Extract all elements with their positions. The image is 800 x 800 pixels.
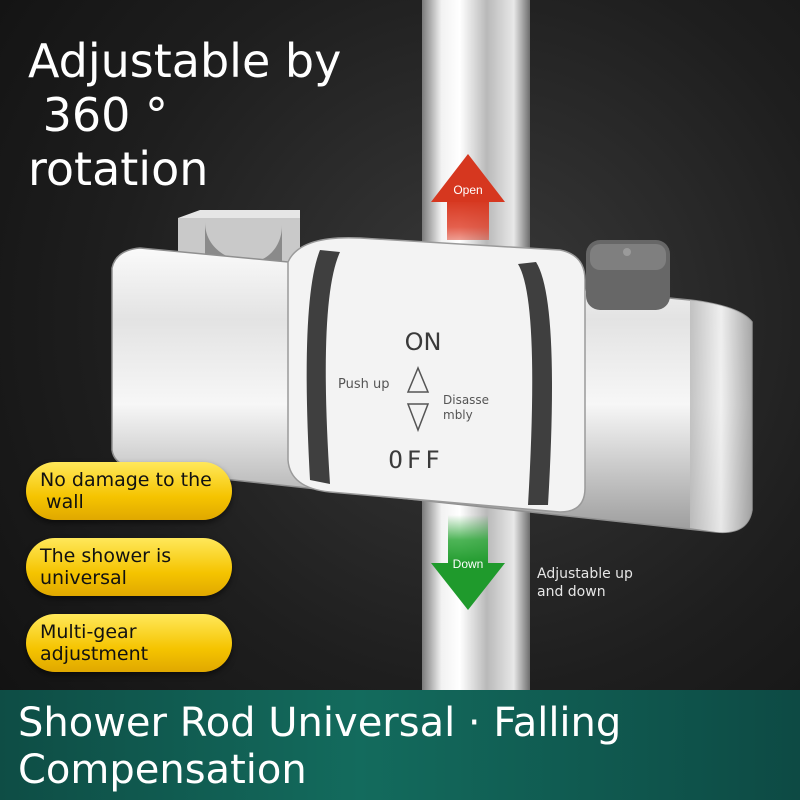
feature-line-1: The shower is bbox=[40, 545, 172, 567]
strap-left bbox=[306, 250, 340, 484]
banner-line-1: Shower Rod Universal · Falling bbox=[18, 700, 622, 746]
headline-line-2: 360 ° bbox=[28, 88, 169, 142]
push-up-label: Push up bbox=[338, 377, 390, 392]
on-label: ON bbox=[405, 328, 442, 356]
feature-line-2: universal bbox=[40, 567, 127, 589]
feature-line-2: adjustment bbox=[40, 643, 149, 665]
up-triangle-icon bbox=[406, 366, 430, 393]
feature-badge-no-damage: No damage to the wall bbox=[26, 462, 232, 520]
disassembly-label-2: mbly bbox=[443, 408, 473, 422]
off-label: OFF bbox=[388, 446, 443, 474]
down-label: Down bbox=[453, 557, 484, 571]
bottom-banner: Shower Rod Universal · Falling Compensat… bbox=[0, 690, 800, 800]
disassembly-label-1: Disasse bbox=[443, 393, 489, 407]
feature-line-1: No damage to the bbox=[40, 469, 212, 491]
headline-line-3: rotation bbox=[28, 142, 209, 196]
adjustable-note: Adjustable up and down bbox=[537, 565, 633, 601]
open-label: Open bbox=[453, 183, 482, 197]
headline-line-1: Adjustable by bbox=[28, 34, 342, 88]
feature-line-1: Multi-gear bbox=[40, 621, 137, 643]
down-arrow: Down bbox=[431, 515, 505, 610]
feature-badge-universal: The shower is universal bbox=[26, 538, 232, 596]
adjustable-note-line-1: Adjustable up bbox=[537, 566, 633, 582]
adjustable-note-line-2: and down bbox=[537, 584, 606, 600]
feature-badge-multi-gear: Multi-gear adjustment bbox=[26, 614, 232, 672]
adjustment-collar bbox=[287, 236, 586, 513]
release-button bbox=[586, 240, 670, 310]
headline: Adjustable by 360 ° rotation bbox=[28, 34, 341, 196]
banner-line-2: Compensation bbox=[18, 747, 307, 793]
feature-line-2: wall bbox=[40, 491, 84, 513]
strap-right bbox=[518, 262, 552, 505]
down-triangle-icon bbox=[406, 403, 430, 433]
